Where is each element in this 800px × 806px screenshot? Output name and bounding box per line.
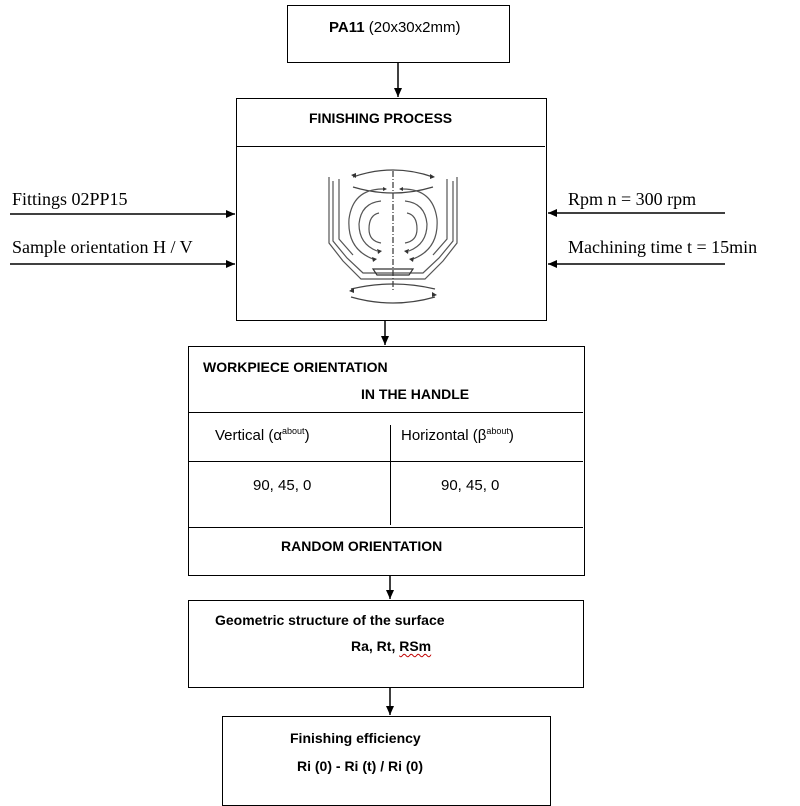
- input-label-fittings: Fittings 02PP15: [12, 189, 128, 209]
- vertical-header: Vertical (αabout): [215, 426, 310, 445]
- vertical-values: 90, 45, 0: [253, 477, 312, 494]
- geometric-title: Geometric structure of the surface: [215, 612, 445, 628]
- material-dims: (20x30x2mm): [368, 19, 461, 36]
- material-name: PA11: [329, 19, 365, 36]
- input-label-sample-orientation: Sample orientation H / V: [12, 237, 193, 257]
- orientation-title-line2: IN THE HANDLE: [361, 386, 470, 402]
- efficiency-formula: Ri (0) - Ri (t) / Ri (0): [297, 758, 423, 774]
- horizontal-values: 90, 45, 0: [441, 477, 500, 494]
- geometric-structure-box: Geometric structure of the surface Ra, R…: [188, 600, 584, 688]
- vibratory-machine-illustration: [328, 169, 458, 304]
- efficiency-title: Finishing efficiency: [290, 730, 421, 746]
- finishing-efficiency-box: Finishing efficiency Ri (0) - Ri (t) / R…: [222, 716, 551, 806]
- orientation-title-line1: WORKPIECE ORIENTATION: [203, 359, 388, 375]
- random-orientation: RANDOM ORIENTATION: [281, 538, 443, 554]
- input-label-machining-time: Machining time t = 15min: [568, 237, 758, 257]
- orientation-box: WORKPIECE ORIENTATION IN THE HANDLE Vert…: [188, 346, 585, 576]
- finishing-process-box: FINISHING PROCESS: [236, 98, 547, 321]
- horizontal-header: Horizontal (βabout): [401, 426, 514, 445]
- geometric-params: Ra, Rt, RSm: [351, 638, 432, 654]
- material-box: PA11 (20x30x2mm): [287, 5, 510, 63]
- input-label-rpm: Rpm n = 300 rpm: [568, 189, 697, 209]
- finishing-process-title: FINISHING PROCESS: [309, 110, 453, 126]
